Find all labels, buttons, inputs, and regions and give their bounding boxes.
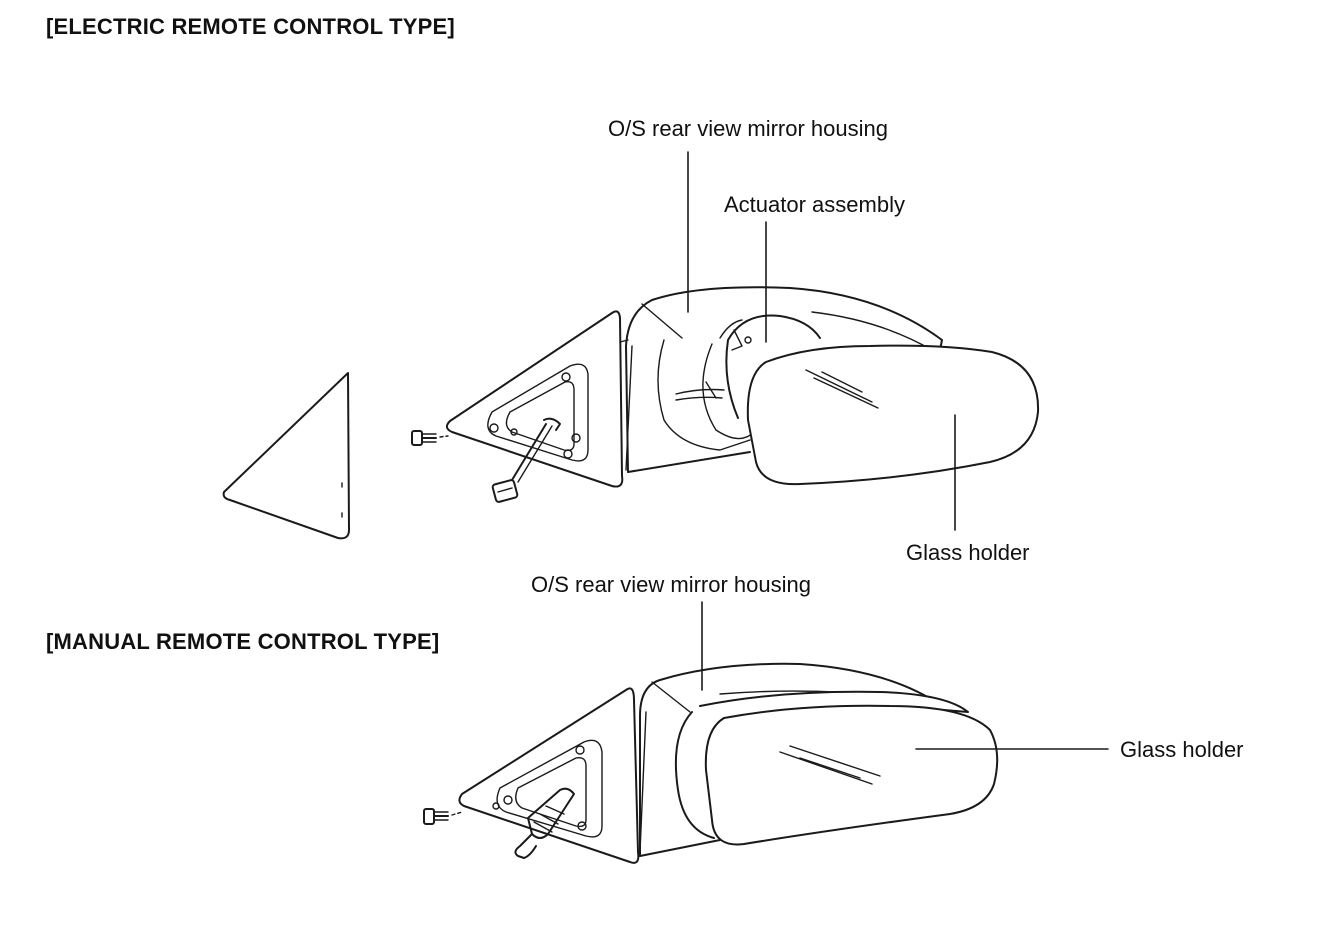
mounting-bolt-upper (411, 430, 449, 446)
electric-glass-holder-label: Glass holder (906, 540, 1030, 565)
actuator-assembly (725, 314, 821, 419)
garnish-cover (222, 372, 350, 540)
electric-actuator-label: Actuator assembly (724, 192, 905, 217)
mirror-housing (625, 286, 943, 473)
mirror-base-plate (446, 310, 624, 488)
manual-housing-label: O/S rear view mirror housing (531, 572, 811, 597)
glass-holder (746, 344, 1040, 486)
electric-type-heading: [ELECTRIC REMOTE CONTROL TYPE] (46, 14, 455, 39)
electric-mirror-assembly (222, 286, 1040, 540)
mounting-bolt-lower (423, 808, 463, 825)
manual-type-heading: [MANUAL REMOTE CONTROL TYPE] (46, 629, 440, 654)
manual-housing (639, 662, 943, 857)
manual-base-plate (458, 687, 640, 864)
manual-mirror-assembly (423, 662, 999, 864)
electric-housing-label: O/S rear view mirror housing (608, 116, 888, 141)
manual-glass-holder-label: Glass holder (1120, 737, 1244, 762)
